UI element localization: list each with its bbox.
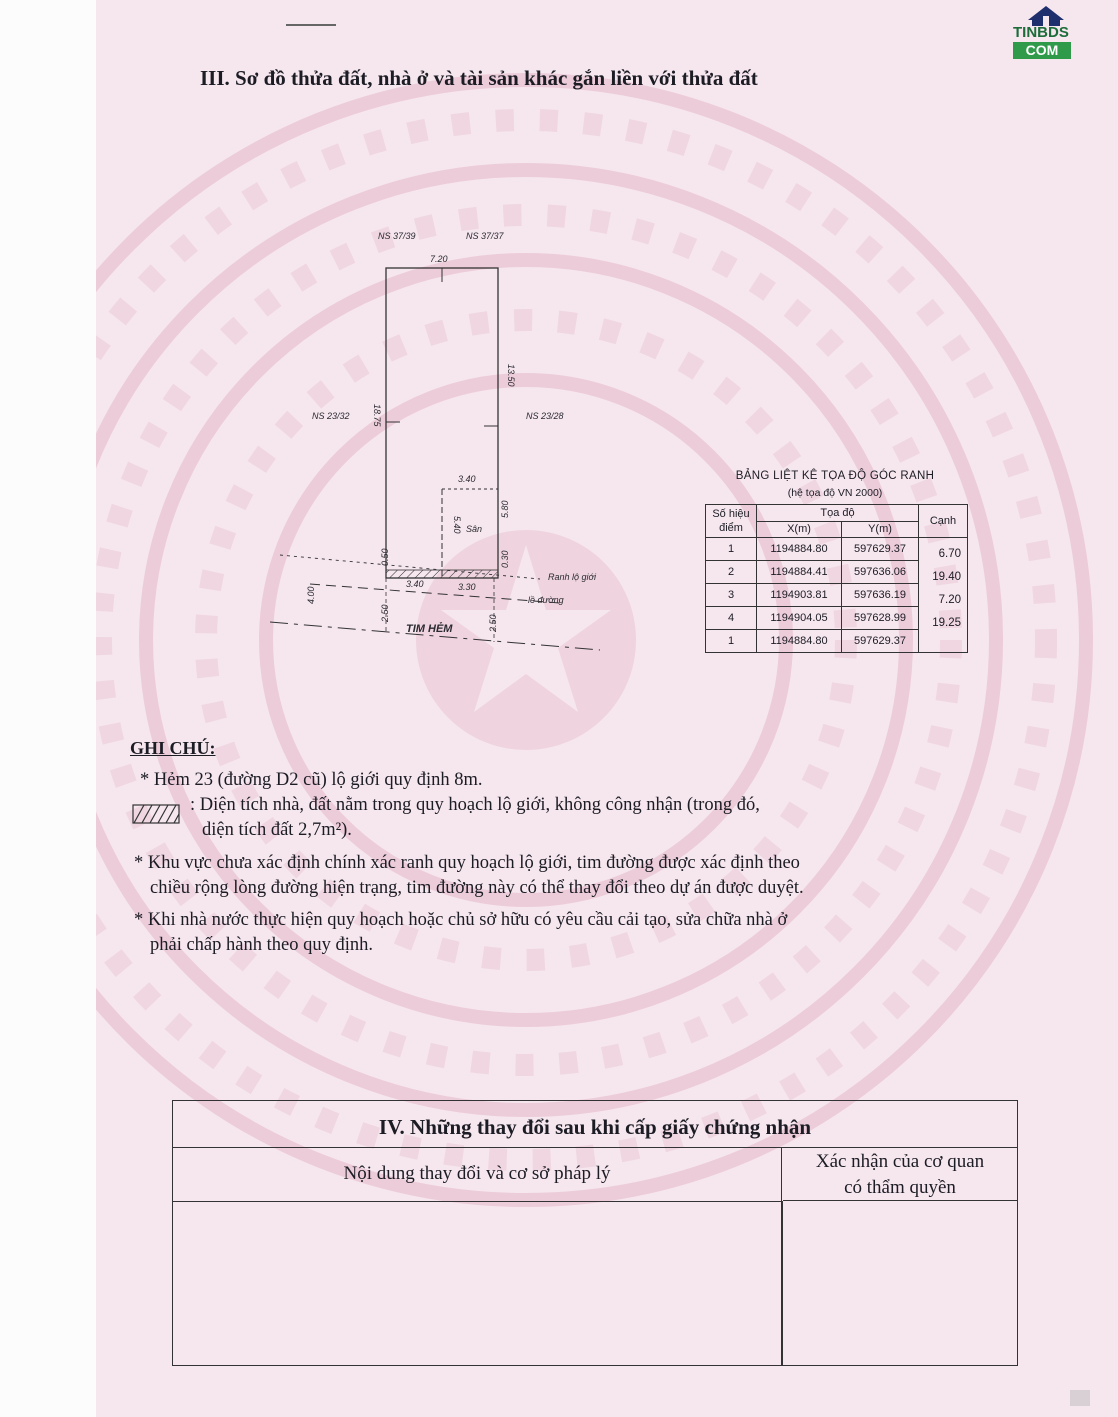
edge-length: 19.40 (932, 571, 961, 583)
dim-road-right: 2.50 (488, 614, 498, 633)
le-duong-line (309, 583, 561, 604)
column-header-confirmation-line1: Xác nhận của cơ quan (815, 1151, 985, 1172)
point-id: 1 (705, 537, 757, 561)
dim-inner-left: 5.40 (452, 516, 462, 534)
column-header-confirmation-line2: có thẩm quyền (844, 1177, 956, 1198)
header-y: Y(m) (841, 520, 919, 538)
note-2-line2: diện tích đất 2,7m²). (202, 820, 352, 840)
coord-x: 1194884.41 (756, 560, 842, 584)
dim-top: 7.20 (430, 254, 448, 264)
table-row: 1 1194884.80 597629.37 6.70 19.40 7.20 1… (705, 537, 968, 653)
header-x: X(m) (756, 520, 842, 538)
header-toa-do: Tọa độ (756, 504, 919, 522)
neighbor-top-right: NS 37/37 (466, 231, 505, 241)
coord-x: 1194903.81 (756, 583, 842, 607)
notes-title: GHI CHÚ: (130, 738, 216, 758)
edge-length: 7.20 (938, 594, 961, 606)
dim-offset-left: 4.00 (306, 586, 316, 604)
edge-length: 19.25 (932, 617, 961, 629)
neighbor-left: NS 23/32 (312, 411, 350, 421)
table-row: 1 1194884.80 597629.37 (705, 629, 968, 653)
coord-y: 597629.37 (841, 537, 919, 561)
tim-hem-line (270, 621, 601, 651)
scan-mark (286, 24, 336, 26)
coords-table-title: BẢNG LIỆT KÊ TỌA ĐỘ GÓC RANH (735, 470, 935, 482)
house-icon (1028, 6, 1064, 26)
dim-inner-top: 3.40 (458, 474, 476, 484)
dim-inner-right: 5.80 (500, 500, 510, 518)
coord-y: 597636.06 (841, 560, 919, 584)
coord-x: 1194904.05 (756, 606, 842, 630)
dim-left-side: 18.75 (372, 404, 382, 428)
edges-cell: 6.70 19.40 7.20 19.25 (918, 537, 968, 653)
dim-right-small: 0.30 (500, 550, 510, 568)
dim-right-side: 13.50 (506, 364, 516, 387)
hatched-area (385, 569, 499, 579)
edge-length: 6.70 (938, 548, 961, 560)
dim-road-left: 2.50 (380, 604, 390, 623)
coord-y: 597629.37 (841, 629, 919, 653)
column-header-content: Nội dung thay đổi và cơ sở pháp lý (173, 1147, 782, 1202)
note-1: * Hẻm 23 (đường D2 cũ) lộ giới quy định … (140, 770, 483, 790)
point-id: 2 (705, 560, 757, 584)
le-duong-label: lề đường (528, 595, 564, 605)
certificate-page (96, 0, 1118, 1417)
point-id: 1 (705, 629, 757, 653)
header-so-hieu-line2: điểm (719, 522, 743, 534)
ranh-lo-gioi-label: Ranh lộ giới (548, 572, 597, 582)
dim-bottom-right: 3.30 (458, 582, 476, 592)
scan-margin (0, 0, 96, 1417)
logo-text-top: TINBDS (1013, 24, 1069, 41)
section-4-table: IV. Những thay đổi sau khi cấp giấy chứn… (172, 1100, 1018, 1366)
neighbor-right: NS 23/28 (526, 411, 564, 421)
column-header-confirmation: Xác nhận của cơ quan có thẩm quyền (783, 1147, 1017, 1201)
note-3-line1: * Khu vực chưa xác định chính xác ranh q… (134, 853, 800, 873)
dim-left-small: 0.50 (380, 548, 390, 566)
land-plot-diagram: NS 37/39 NS 37/37 NS 23/32 NS 23/28 7.20… (270, 231, 601, 651)
tim-hem-label: TIM HẺM (406, 622, 453, 635)
point-id: 3 (705, 583, 757, 607)
dim-bottom-left: 3.40 (406, 579, 424, 589)
note-3-line2: chiều rộng lòng đường hiện trạng, tim đư… (150, 878, 804, 898)
column-divider (781, 1201, 783, 1365)
coord-x: 1194884.80 (756, 537, 842, 561)
section-4-title: IV. Những thay đổi sau khi cấp giấy chứn… (173, 1101, 1017, 1148)
header-so-hieu-line1: Số hiệu (712, 508, 750, 520)
header-so-hieu: Số hiệu điểm (705, 504, 757, 538)
section-3-title: III. Sơ đồ thửa đất, nhà ở và tài sản kh… (200, 66, 758, 90)
neighbor-top-left: NS 37/39 (378, 231, 416, 241)
table-row: 2 1194884.41 597636.06 (705, 560, 968, 584)
coord-y: 597628.99 (841, 606, 919, 630)
note-2-line1: : Diện tích nhà, đất nằm trong quy hoạch… (190, 795, 760, 815)
table-row: 4 1194904.05 597628.99 (705, 606, 968, 630)
hatch-legend-icon (132, 804, 180, 824)
coords-table: Số hiệu điểm Tọa độ Cạnh X(m) Y(m) 1 119… (705, 504, 968, 653)
header-canh: Cạnh (918, 504, 968, 538)
coords-table-subtitle: (hệ tọa độ VN 2000) (787, 487, 883, 499)
coord-x: 1194884.80 (756, 629, 842, 653)
point-id: 4 (705, 606, 757, 630)
scan-edge-mark (1070, 1390, 1090, 1406)
ranh-lo-gioi-line (279, 554, 541, 580)
yard-label: Sân (466, 524, 482, 534)
note-4-line1: * Khi nhà nước thực hiện quy hoạch hoặc … (134, 910, 788, 930)
logo-text-bottom: COM (1013, 42, 1071, 59)
coord-y: 597636.19 (841, 583, 919, 607)
note-4-line2: phải chấp hành theo quy định. (150, 935, 373, 955)
